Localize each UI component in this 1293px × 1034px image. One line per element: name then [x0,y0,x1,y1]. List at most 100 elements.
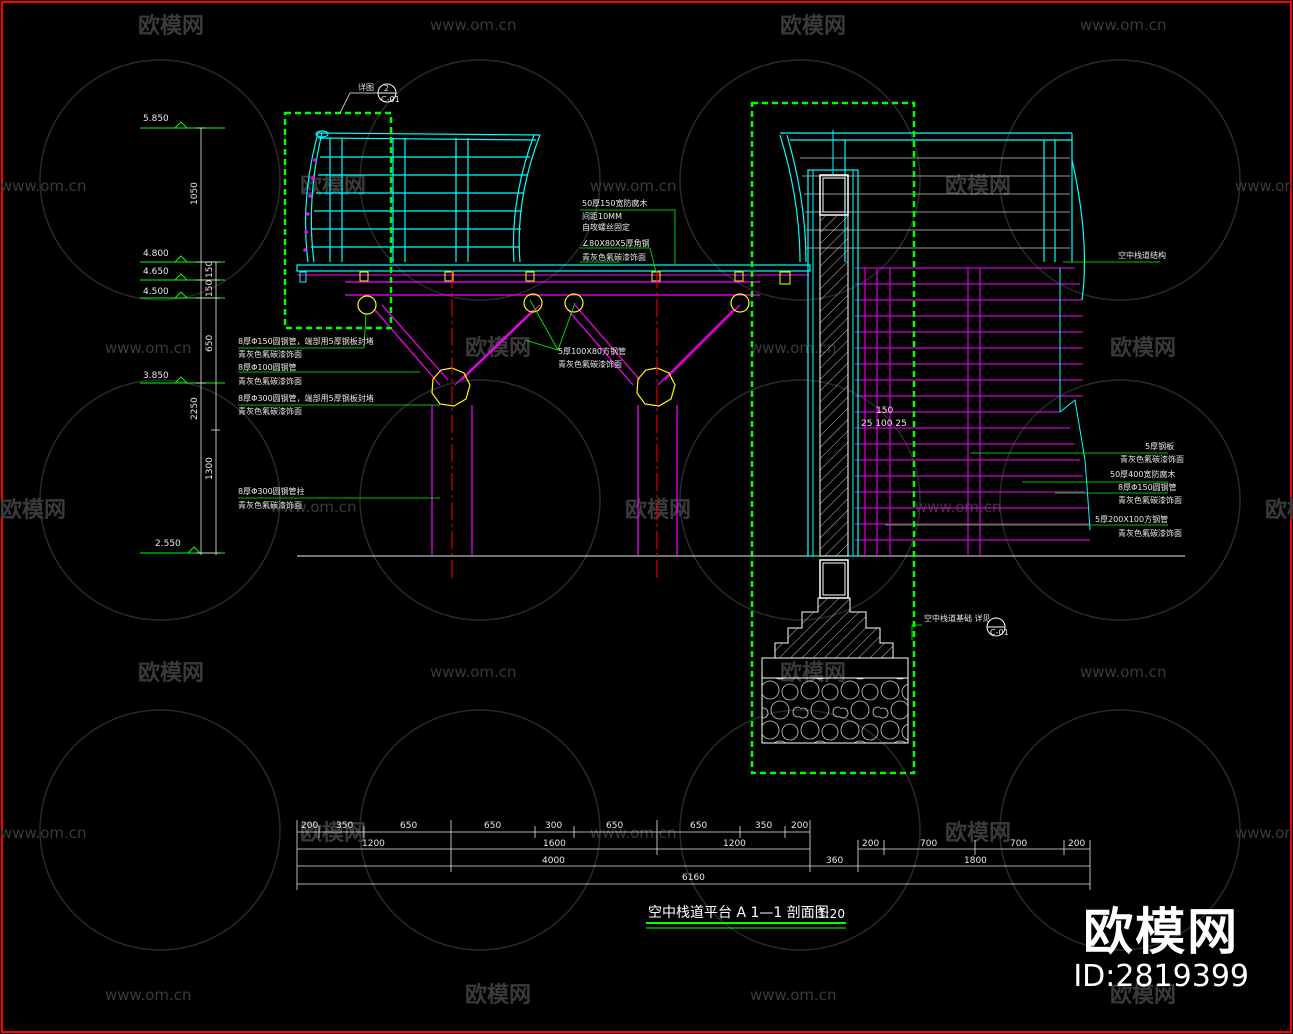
deck-label-5: 青灰色氟碳漆饰面 [582,252,646,262]
detail-bubble [339,83,397,114]
left-label-2: 青灰色氟碳漆饰面 [238,349,302,359]
mid-label-1: 5厚100X80方钢管 [558,346,626,356]
watermark-site: www.om.cn [1235,824,1293,842]
bottom-dimension-lines [296,820,1091,890]
dim-r1-6: 650 [690,821,707,831]
watermark-site: www.om.cn [1080,16,1167,34]
watermark-brand: 欧模网 [138,13,204,39]
dim-r1-8: 200 [791,821,808,831]
left-callout-leaders [238,299,576,499]
left-railing [304,130,541,263]
detail-box-right [750,101,916,775]
watermark-brand: 欧模网 [138,660,204,686]
watermark-site: www.om.cn [0,824,87,842]
dim-r1-0: 200 [301,821,318,831]
dim-r3-2: 1800 [964,856,987,866]
watermark-site: www.om.cn [750,339,837,357]
watermark-brand: 欧模网 [1265,497,1293,523]
pipe-sections [357,293,750,407]
brand-id: ID:2819399 [1073,959,1249,994]
right-label-3: 50厚400宽防腐木 [1110,469,1175,479]
column-dim-2: 25 100 25 [861,419,907,429]
dim-r2-1: 1600 [543,839,566,849]
right-callout-leaders [885,261,1168,640]
dim-r2-0: 1200 [362,839,385,849]
watermark-brand: 欧模网 [945,820,1011,846]
level-4800: 4.800 [143,249,169,259]
deck-label-4: ∠80X80X5厚角钢 [582,238,650,248]
watermark-brand: 欧模网 [465,335,531,361]
deck-label-3: 自攻螺丝固定 [582,222,630,232]
left-label-5: 8厚Φ300圆钢管，端部用5厚钢板封堵 [238,393,374,403]
watermark-brand: 欧模网 [625,497,691,523]
right-railing [779,132,1086,301]
right-label-7: 青灰色氟碳漆饰面 [1118,528,1182,538]
vdim-1300: 1300 [205,457,215,480]
watermark-site: www.om.cn [915,498,1002,516]
watermarks: 欧模网 www.om.cn 欧模网 www.om.cn www.om.cn 欧模… [0,13,1293,1008]
dim-r1-7: 350 [755,821,772,831]
dim-r3-0: 4000 [542,856,565,866]
right-label-4: 8厚Φ150圆钢管 [1118,482,1177,492]
dim-r1-3: 650 [484,821,501,831]
foundation-sheet: C-01 [990,628,1009,637]
left-label-6: 青灰色氟碳漆饰面 [238,406,302,416]
dim-r1-1: 350 [336,821,353,831]
drawing-title: 空中栈道平台 A 1—1 剖面图 [648,905,829,921]
column-dim-1: 150 [876,406,893,416]
center-lines [451,270,658,580]
left-railing-bolts [303,158,317,252]
foundation [761,597,909,744]
left-label-4: 青灰色氟碳漆饰面 [238,376,302,386]
watermark-brand: 欧模网 [780,13,846,39]
watermark-brand: 欧模网 [465,982,531,1008]
brand-badge: 欧模网 ID:2819399 [1073,904,1249,994]
level-2550: 2.550 [155,539,181,549]
watermark-arcs [39,59,1241,951]
drawing-scale: 1:20 [818,907,845,921]
dim-r4-0: 6160 [682,873,705,883]
level-5850: 5.850 [143,114,169,124]
dim-r1-4: 300 [545,821,562,831]
vdim-150b: 150 [205,280,215,297]
watermark-site: www.om.cn [590,824,677,842]
vdim-650: 650 [205,335,215,352]
level-4500: 4.500 [143,287,169,297]
watermark-brand: 欧模网 [1110,335,1176,361]
deck-callout-leaders [580,209,676,273]
deck-label-2: 间距10MM [582,212,622,221]
watermark-brand: 欧模网 [1110,982,1176,1008]
watermark-brand: 欧模网 [0,497,66,523]
steel-frame [345,281,760,555]
watermark-site: www.om.cn [270,498,357,516]
mid-label-2: 青灰色氟碳漆饰面 [558,359,622,369]
watermark-site: www.om.cn [430,663,517,681]
right-label-5: 青灰色氟碳漆饰面 [1118,495,1182,505]
left-label-3: 8厚Φ100圆钢管 [238,362,297,372]
left-label-1: 8厚Φ150圆钢管，端部用5厚钢板封堵 [238,336,374,346]
watermark-brand: 欧模网 [945,173,1011,199]
detail-box-left [283,111,393,330]
dim-right-0: 200 [862,839,879,849]
vdim-150a: 150 [205,261,215,278]
deck-label-1: 50厚150宽防腐木 [582,198,647,208]
watermark-site: www.om.cn [0,177,87,195]
left-label-8: 青灰色氟碳漆饰面 [238,500,302,510]
watermark-brand: 欧模网 [300,820,366,846]
watermark-site: www.om.cn [1235,177,1293,195]
vdim-1050: 1050 [190,182,200,205]
right-label-6: 5厚200X100方钢管 [1095,514,1168,524]
right-label-1: 5厚钢板 [1145,441,1174,451]
detail-ref-num: 2 [384,84,389,93]
vdim-2250: 2250 [190,397,200,420]
dim-r1-5: 650 [606,821,623,831]
watermark-site: www.om.cn [750,986,837,1004]
foundation-ref: 空中栈道基础 详见 [924,613,991,623]
right-label-top: 空中栈道结构 [1118,250,1166,260]
deck [296,264,811,285]
right-fascia-edge [1059,268,1091,531]
right-label-2: 青灰色氟碳漆饰面 [1120,454,1184,464]
brand-logo: 欧模网 [1083,903,1240,961]
